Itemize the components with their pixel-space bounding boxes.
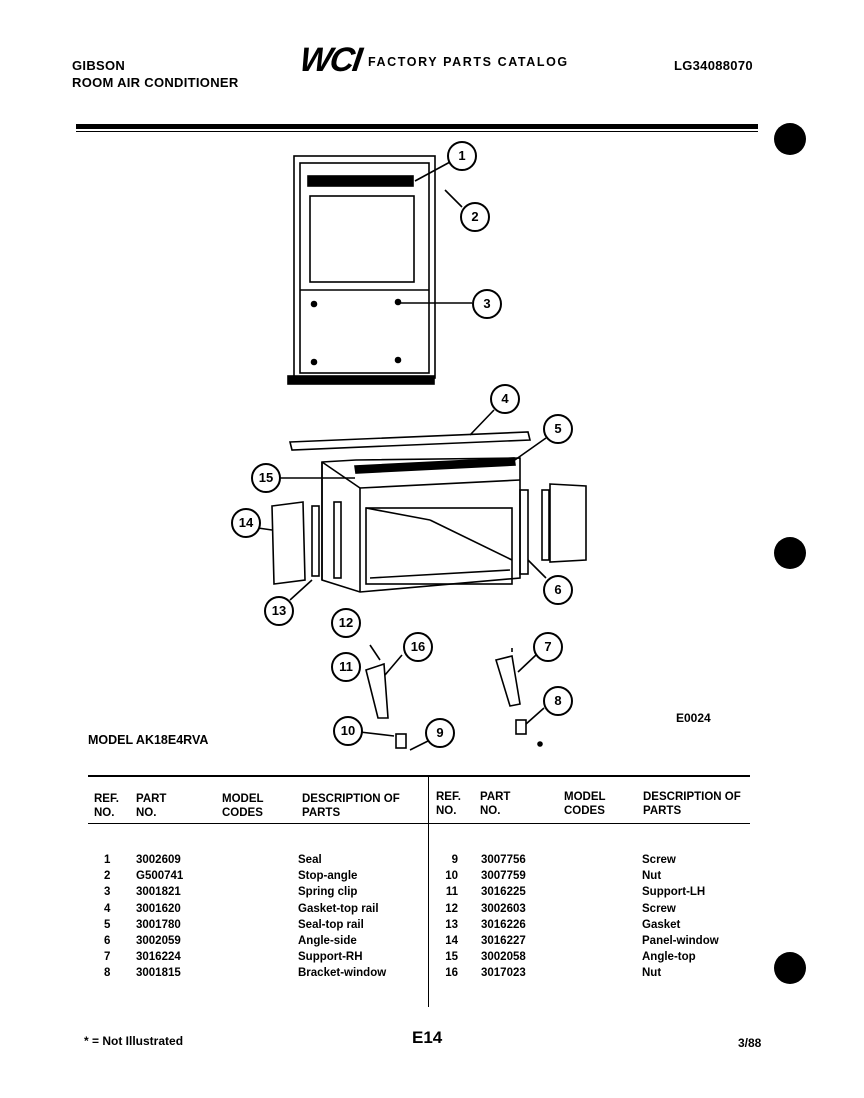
table-cell: Stop-angle (298, 870, 358, 883)
header-description-right: DESCRIPTION OF PARTS (643, 791, 741, 817)
table-cell: 3002609 (136, 854, 181, 866)
brand-name: GIBSON (72, 58, 126, 73)
callout-12: 12 (331, 608, 361, 638)
table-cell: 16 (445, 967, 458, 980)
header-rule-thin (76, 131, 758, 132)
table-cell: 3002603 (481, 902, 526, 915)
table-cell: Gasket (642, 918, 681, 931)
table-cell: Seal-top rail (298, 918, 364, 931)
right-part-column: 3007756 3007759 3016225 3002603 3016226 … (481, 852, 526, 982)
table-cell: Nut (642, 967, 662, 980)
callout-8: 8 (543, 686, 573, 716)
callout-5: 5 (543, 414, 573, 444)
table-cell: 5 (104, 918, 111, 931)
table-cell: 3001780 (136, 918, 181, 931)
table-top-rule (88, 775, 750, 777)
callout-4: 4 (490, 384, 520, 414)
binder-hole-bottom (774, 952, 806, 984)
table-cell: 3001620 (136, 902, 181, 915)
left-part-column: 3002609 G500741 3001821 3001620 3001780 … (136, 852, 183, 982)
table-cell: 3001815 (136, 967, 181, 980)
table-cell: Screw (642, 854, 676, 866)
table-cell: 9 (451, 854, 458, 866)
table-cell: 13 (445, 918, 458, 931)
callout-14: 14 (231, 508, 261, 538)
header-description-left: DESCRIPTION OF PARTS (302, 793, 400, 819)
table-cell: Spring clip (298, 886, 358, 899)
table-cell: 6 (104, 934, 111, 947)
header-ref-no-left: REF. NO. (94, 793, 119, 819)
table-cell: 3016227 (481, 934, 526, 947)
table-cell: Bracket-window (298, 967, 387, 980)
table-cell: 15 (445, 951, 458, 964)
table-cell: 7 (104, 951, 111, 964)
header-ref-no-right: REF. NO. (436, 791, 461, 817)
callout-15: 15 (251, 463, 281, 493)
table-cell: 3016224 (136, 951, 181, 964)
callout-3: 3 (472, 289, 502, 319)
callout-16: 16 (403, 632, 433, 662)
table-cell: 1 (104, 854, 111, 866)
product-name: ROOM AIR CONDITIONER (72, 75, 239, 90)
table-cell: Screw (642, 902, 676, 915)
table-cell: Gasket-top rail (298, 902, 379, 915)
table-cell: 3001821 (136, 886, 181, 899)
catalog-title: FACTORY PARTS CATALOG (368, 55, 569, 69)
table-cell: 3007756 (481, 854, 526, 866)
table-cell: 4 (104, 902, 111, 915)
header-part-no-left: PART NO. (136, 793, 167, 819)
callout-1: 1 (447, 141, 477, 171)
callout-7: 7 (533, 632, 563, 662)
page-number: E14 (412, 1028, 443, 1047)
binder-hole-middle (774, 537, 806, 569)
table-cell: 3 (104, 886, 111, 899)
table-cell: 3007759 (481, 870, 526, 883)
table-cell: 14 (445, 934, 458, 947)
table-cell: G500741 (136, 870, 184, 883)
table-cell: 10 (445, 870, 458, 883)
table-cell: 3002058 (481, 951, 526, 964)
header-model-codes-right: MODEL CODES (564, 791, 606, 817)
callout-9: 9 (425, 718, 455, 748)
callout-13: 13 (264, 596, 294, 626)
table-cell: Support-RH (298, 951, 363, 964)
table-cell: Panel-window (642, 934, 719, 947)
table-cell: Angle-top (642, 951, 696, 964)
table-cell: 3016226 (481, 918, 526, 931)
callout-2: 2 (460, 202, 490, 232)
table-cell: 12 (445, 902, 458, 915)
table-cell: 8 (104, 967, 111, 980)
header-model-codes-left: MODEL CODES (222, 793, 264, 819)
table-cell: Support-LH (642, 886, 706, 899)
table-divider (428, 777, 429, 1007)
table-cell: Nut (642, 870, 662, 883)
left-ref-column: 1 2 3 4 5 6 7 8 (104, 852, 110, 982)
catalog-number: LG34088070 (674, 58, 753, 73)
right-desc-column: Screw Nut Support-LH Screw Gasket Panel-… (642, 852, 719, 982)
table-cell: Seal (298, 854, 322, 866)
left-desc-column: Seal Stop-angle Spring clip Gasket-top r… (298, 852, 386, 982)
revision-date: 3/88 (738, 1036, 762, 1050)
callout-11: 11 (331, 652, 361, 682)
table-header-rule (88, 823, 750, 824)
footnote: * = Not Illustrated (84, 1034, 184, 1048)
figure-code: E0024 (676, 711, 711, 725)
right-ref-column: 9 10 11 12 13 14 15 16 (442, 852, 458, 982)
table-cell: 3017023 (481, 967, 526, 980)
header-rule (76, 124, 758, 129)
table-cell: Angle-side (298, 934, 357, 947)
table-cell: 2 (104, 870, 111, 883)
binder-hole-top (774, 123, 806, 155)
callout-6: 6 (543, 575, 573, 605)
header-part-no-right: PART NO. (480, 791, 511, 817)
table-cell: 3002059 (136, 934, 181, 947)
table-cell: 11 (445, 886, 458, 899)
table-cell: 3016225 (481, 886, 526, 899)
callout-10: 10 (333, 716, 363, 746)
model-label: MODEL AK18E4RVA (88, 733, 209, 747)
